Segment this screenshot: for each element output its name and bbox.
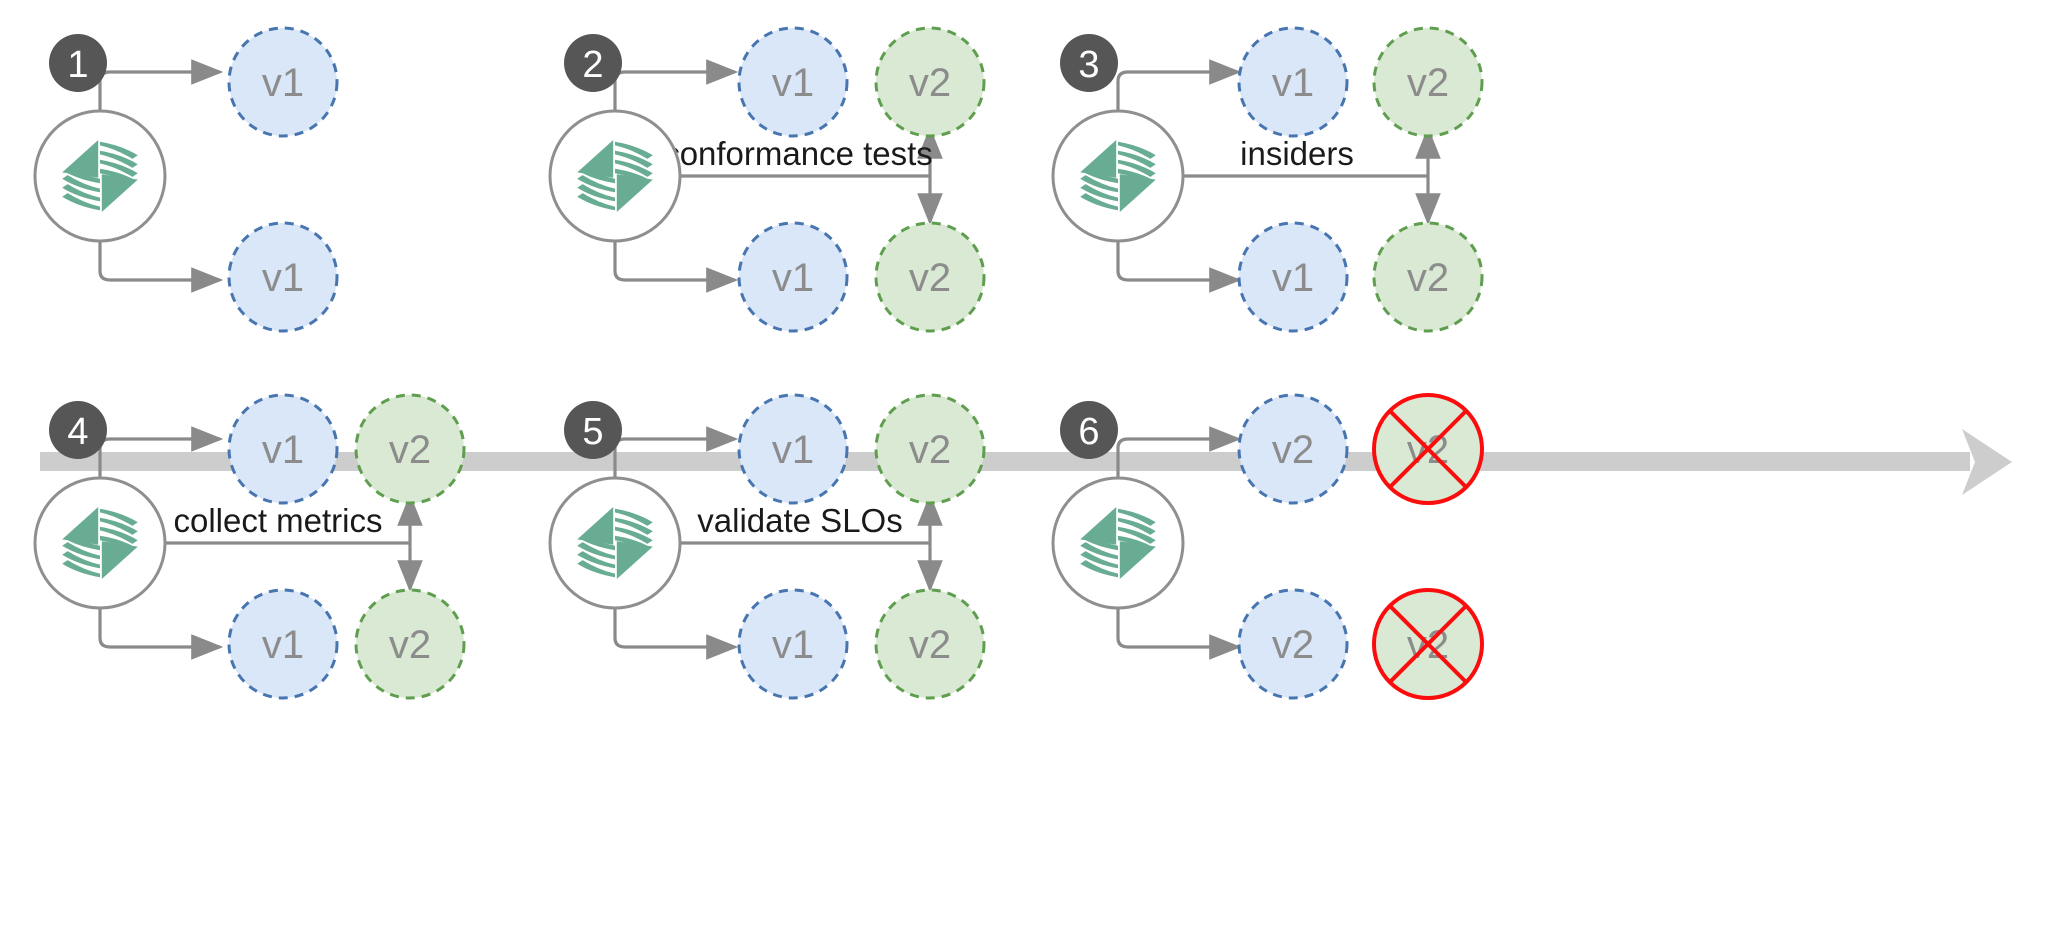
panel-4-top-node2-label: v2 [389,428,431,472]
panel-3-step-number: 3 [1078,44,1099,86]
panel-6-bottom-node2-retired[interactable]: v2 [1372,588,1484,700]
panel-1-step-number: 1 [67,44,88,86]
panel-5-bottom-node-label: v1 [772,623,814,667]
panel-2-bottom-node2[interactable]: v2 [874,221,986,333]
panel-4-step-badge: 4 [49,401,107,459]
panel-1-bottom-node[interactable]: v1 [227,221,339,333]
panel-6-bottom-node[interactable]: v2 [1237,588,1349,700]
panel-5: validate SLOs v1 v1 v2 v2 [548,393,986,700]
panel-5-edge-label: validate SLOs [697,502,902,539]
panel-6: v2 v2 v2 v2 [1051,393,1484,700]
panel-6-connectors [1116,426,1242,660]
panel-2-logo-node[interactable] [548,109,682,243]
panel-4-edge-label: collect metrics [173,502,382,539]
panel-2-edge-label: conformance tests [663,135,933,172]
panel-2-bottom-node-label: v1 [772,256,814,300]
panel-2-top-node[interactable]: v1 [737,26,849,138]
panel-2-top-node2-label: v2 [909,61,951,105]
panel-5-step-badge: 5 [564,401,622,459]
panel-6-step-badge: 6 [1060,401,1118,459]
panel-4-bottom-node[interactable]: v1 [227,588,339,700]
panel-1-logo-node[interactable] [33,109,167,243]
retired-cross-icon [1372,393,1484,505]
panel-5-bottom-node2-label: v2 [909,623,951,667]
panel-5-top-node-label: v1 [772,428,814,472]
panel-6-step-number: 6 [1078,411,1099,453]
panel-3: insiders v1 v1 v2 v2 [1051,26,1484,333]
panel-3-top-node2-label: v2 [1407,61,1449,105]
panel-3-bottom-node[interactable]: v1 [1237,221,1349,333]
panel-6-top-node2-retired[interactable]: v2 [1372,393,1484,505]
panel-3-bottom-node2[interactable]: v2 [1372,221,1484,333]
panel-2: conformance tests v1 v1 v2 v2 [548,26,986,333]
panel-2-step-number: 2 [582,44,603,86]
panel-3-top-node[interactable]: v1 [1237,26,1349,138]
panel-4-top-node-label: v1 [262,428,304,472]
panel-1: v1 v1 1 [33,26,339,333]
panel-5-logo-node[interactable] [548,476,682,610]
panel-2-top-node2[interactable]: v2 [874,26,986,138]
retired-cross-icon [1372,588,1484,700]
panel-4-bottom-node-label: v1 [262,623,304,667]
panel-5-top-node[interactable]: v1 [737,393,849,505]
panel-6-top-node[interactable]: v2 [1237,393,1349,505]
panel-1-bottom-node-label: v1 [262,256,304,300]
panel-5-top-node2-label: v2 [909,428,951,472]
panel-6-bottom-node-label: v2 [1272,623,1314,667]
panel-3-step-badge: 3 [1060,34,1118,92]
timeline-arrow [40,429,2012,495]
panel-3-bottom-node-label: v1 [1272,256,1314,300]
panel-2-bottom-node2-label: v2 [909,256,951,300]
panel-6-top-node-label: v2 [1272,428,1314,472]
panel-4: collect metrics v1 v1 v2 v2 [33,393,466,700]
panel-1-step-badge: 1 [49,34,107,92]
panel-6-logo-node[interactable] [1051,476,1185,610]
panel-3-bottom-node2-label: v2 [1407,256,1449,300]
panel-4-bottom-node2[interactable]: v2 [354,588,466,700]
panel-2-step-badge: 2 [564,34,622,92]
panel-1-top-node[interactable]: v1 [227,26,339,138]
panel-1-top-node-label: v1 [262,61,304,105]
panel-4-logo-node[interactable] [33,476,167,610]
panel-5-top-node2[interactable]: v2 [874,393,986,505]
panel-5-bottom-node2[interactable]: v2 [874,588,986,700]
panel-4-step-number: 4 [67,411,88,453]
panel-4-top-node[interactable]: v1 [227,393,339,505]
panel-4-bottom-node2-label: v2 [389,623,431,667]
panel-3-top-node-label: v1 [1272,61,1314,105]
panel-5-bottom-node[interactable]: v1 [737,588,849,700]
panel-2-top-node-label: v1 [772,61,814,105]
panel-3-edge-label: insiders [1240,135,1354,172]
panel-3-top-node2[interactable]: v2 [1372,26,1484,138]
panel-3-logo-node[interactable] [1051,109,1185,243]
panel-2-bottom-node[interactable]: v1 [737,221,849,333]
panel-4-top-node2[interactable]: v2 [354,393,466,505]
panel-5-step-number: 5 [582,411,603,453]
panel-3-connectors [1116,59,1441,293]
